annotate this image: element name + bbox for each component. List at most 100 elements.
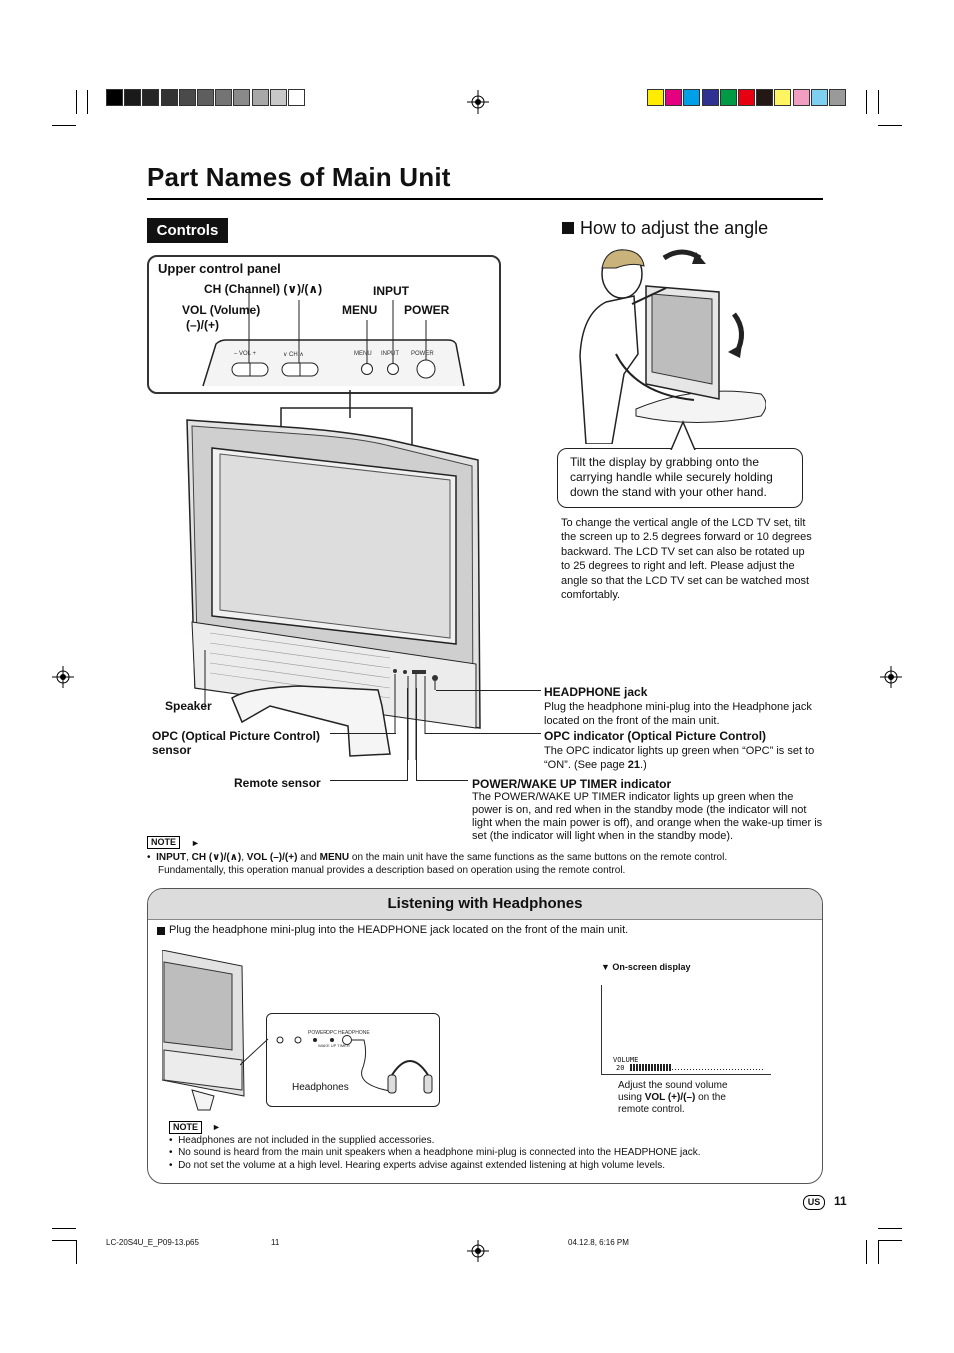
opc-indicator-desc: The OPC indicator lights up green when “… <box>544 745 815 771</box>
calibration-swatch <box>124 89 142 106</box>
panel-wake-label: WAKE UP TIMER <box>318 1043 350 1048</box>
volume-segment-filled <box>630 1064 632 1071</box>
printed-menu: MENU <box>354 351 372 357</box>
angle-description: To change the vertical angle of the LCD … <box>561 517 812 602</box>
calibration-swatch <box>738 89 755 106</box>
volume-segment-empty <box>696 1069 697 1070</box>
calibration-swatch <box>178 89 196 106</box>
calibration-swatch <box>810 89 828 106</box>
calibration-swatch <box>719 89 737 106</box>
volume-segment-empty <box>705 1069 706 1070</box>
note-line-2: Fundamentally, this operation manual pro… <box>158 865 626 876</box>
volume-segment-empty <box>732 1069 733 1070</box>
opc-indicator-title: OPC indicator (Optical Picture Control) <box>544 729 767 743</box>
speaker-label: Speaker <box>165 699 212 713</box>
volume-segment-filled <box>654 1064 656 1071</box>
volume-segment-empty <box>723 1069 724 1070</box>
calibration-swatch <box>106 89 123 106</box>
calibration-swatch <box>701 89 719 106</box>
print-timestamp: 04.12.8, 6:16 PM <box>568 1238 629 1247</box>
menu-label: MENU <box>342 303 378 317</box>
volume-segment-empty <box>720 1069 721 1070</box>
printed-power: POWER <box>411 351 434 357</box>
calibration-swatch <box>683 89 701 106</box>
registration-target-icon <box>880 666 902 688</box>
region-badge: US <box>803 1195 825 1210</box>
printed-vol: – VOL + <box>234 351 256 357</box>
volume-segment-empty <box>684 1069 685 1070</box>
title-rule <box>147 198 823 200</box>
calibration-swatch <box>288 89 305 106</box>
calibration-swatch <box>665 89 683 106</box>
onscreen-frame <box>601 985 602 1075</box>
volume-segment-empty <box>741 1069 742 1070</box>
calibration-swatch <box>774 89 792 106</box>
volume-segment-empty <box>693 1069 694 1070</box>
volume-segment-filled <box>660 1064 662 1071</box>
headphone-note-3: • Do not set the volume at a high level.… <box>169 1160 666 1171</box>
volume-segment-empty <box>717 1069 718 1070</box>
file-name: LC-20S4U_E_P09-13.p65 <box>106 1238 199 1247</box>
note-arrow-icon: ► <box>191 838 200 848</box>
volume-segment-empty <box>681 1069 682 1070</box>
volume-segment-empty <box>711 1069 712 1070</box>
power-indicator-title: POWER/WAKE UP TIMER indicator <box>472 777 672 791</box>
onscreen-frame <box>601 1074 771 1075</box>
volume-segment-empty <box>753 1069 754 1070</box>
calibration-swatch <box>233 89 251 106</box>
volume-segment-empty <box>759 1069 760 1070</box>
calibration-swatch <box>197 89 214 106</box>
panel-power-label: POWER <box>308 1030 327 1036</box>
angle-callout-text: Tilt the display by grabbing onto the ca… <box>570 455 773 499</box>
angle-heading: How to adjust the angle <box>580 218 769 238</box>
volume-segment-filled <box>666 1064 668 1071</box>
headphone-note-1: • Headphones are not included in the sup… <box>169 1135 435 1146</box>
controls-heading: Controls <box>147 218 228 243</box>
volume-segment-empty <box>675 1069 676 1070</box>
volume-segment-empty <box>702 1069 703 1070</box>
volume-segment-empty <box>687 1069 688 1070</box>
headphones-section-title: Listening with Headphones <box>148 889 822 920</box>
volume-segment-empty <box>672 1069 673 1070</box>
volume-segment-filled <box>645 1064 647 1071</box>
volume-level-bar <box>630 1064 766 1071</box>
printed-ch: ∨ CH ∧ <box>283 352 304 358</box>
volume-word: VOLUME <box>613 1056 639 1064</box>
note-tag: NOTE <box>147 836 181 849</box>
calibration-swatch <box>142 89 160 106</box>
volume-segment-empty <box>738 1069 739 1070</box>
leader-line <box>416 780 468 781</box>
volume-segment-filled <box>636 1064 638 1071</box>
calibration-swatch <box>756 89 774 106</box>
leader-line <box>407 688 408 781</box>
vol-sub-label: (–)/(+) <box>186 318 219 332</box>
volume-segment-filled <box>639 1064 641 1071</box>
volume-segment-empty <box>690 1069 691 1070</box>
calibration-swatch <box>160 89 178 106</box>
remote-sensor-label: Remote sensor <box>234 776 321 790</box>
leader-line <box>330 780 408 781</box>
registration-target-icon <box>467 1240 489 1262</box>
leader-line <box>330 733 396 734</box>
jack-closeup-box <box>266 1013 440 1107</box>
input-label: INPUT <box>373 284 409 298</box>
upper-panel-title: Upper control panel <box>158 261 281 276</box>
calibration-swatch <box>251 89 269 106</box>
page-title: Part Names of Main Unit <box>147 162 451 192</box>
volume-segment-empty <box>714 1069 715 1070</box>
person-adjusting-tv-illustration <box>579 249 766 444</box>
headphone-jack-title: HEADPHONE jack <box>544 685 648 699</box>
volume-segment-empty <box>699 1069 700 1070</box>
square-bullet-icon <box>562 222 574 234</box>
volume-segment-filled <box>669 1064 671 1071</box>
calibration-swatch <box>269 89 287 106</box>
volume-segment-empty <box>756 1069 757 1070</box>
opc-sensor-label: OPC (Optical Picture Control) <box>152 729 321 743</box>
ch-label: CH (Channel) (∨)/(∧) <box>204 282 323 296</box>
upper-panel-illustration <box>202 286 465 387</box>
vol-label: VOL (Volume) <box>182 303 261 317</box>
volume-segment-empty <box>735 1069 736 1070</box>
volume-segment-filled <box>657 1064 659 1071</box>
headphones-label: Headphones <box>292 1082 349 1093</box>
opc-sensor-label-2: sensor <box>152 743 192 757</box>
